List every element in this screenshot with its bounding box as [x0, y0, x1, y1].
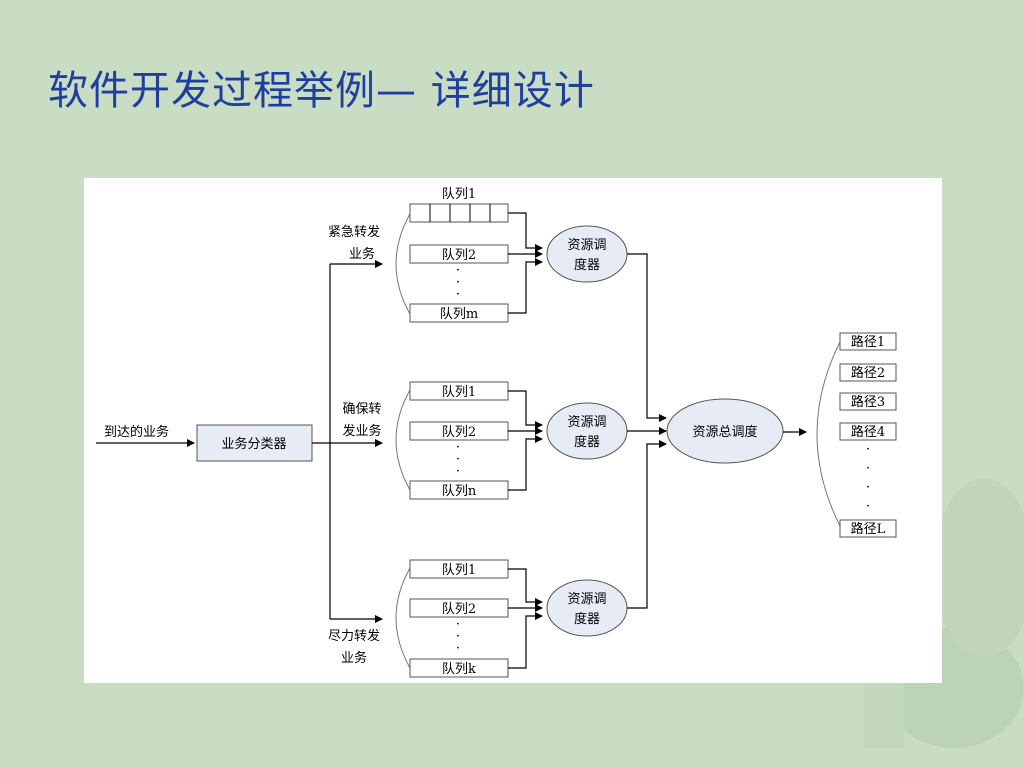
classifier-box: [196, 424, 313, 462]
path-4-label: 路径4: [851, 424, 885, 440]
group-2-connector-1: [508, 390, 543, 429]
group-1-queue-1: [409, 203, 509, 223]
scheduler-3-to-master: [627, 440, 667, 609]
master-scheduler: [666, 398, 784, 464]
group-3-queue-2-label: 队列2: [442, 602, 476, 617]
group-1-scheduler-line1: 资源调: [567, 238, 606, 253]
path-3-label: 路径3: [851, 394, 885, 410]
path-4: [839, 422, 897, 441]
ellipsis-dot: ·: [866, 442, 870, 457]
group-1-scheduler: [546, 225, 628, 283]
group-1-arc: [395, 213, 411, 315]
ellipsis-dot: ·: [456, 629, 460, 644]
group-2-label-line1: 确保转: [342, 402, 381, 417]
path-L-label: 路径L: [851, 521, 886, 537]
group-2-scheduler-line2: 度器: [574, 434, 600, 450]
path-L: [839, 519, 897, 538]
master-scheduler-label: 资源总调度: [692, 424, 757, 440]
group-3-scheduler-line1: 资源调: [567, 592, 606, 607]
ellipsis-dot: ·: [456, 287, 460, 302]
ellipsis-dot: ·: [456, 263, 460, 278]
paths-arc: [816, 341, 841, 527]
group-3-label-line2: 业务: [341, 650, 367, 666]
group-2-queue-n-label: 队列n: [442, 484, 477, 499]
group-2-queue-2-label: 队列2: [442, 425, 476, 440]
group-3-scheduler-line2: 度器: [574, 611, 600, 627]
path-1-label: 路径1: [851, 334, 885, 350]
group-3-connector-1: [508, 568, 543, 606]
group-3-scheduler: [546, 579, 628, 637]
path-2: [839, 363, 897, 382]
group-1-connector-1: [508, 212, 543, 252]
group-3-queue-1-label: 队列1: [442, 563, 476, 578]
group-3-queue-k-label: 队列k: [442, 662, 476, 677]
ellipsis-dot: ·: [866, 480, 870, 495]
path-1: [839, 332, 897, 351]
scheduler-1-to-master: [627, 253, 667, 422]
group-2-scheduler-line1: 资源调: [567, 415, 606, 430]
group-1-connector-3: [508, 258, 543, 314]
scheduling-flow-diagram: 到达的业务 业务分类器 紧急转发 业务 队列1 队列2 · · · 队列m 资源…: [96, 187, 897, 678]
ellipsis-dot: ·: [456, 452, 460, 467]
group-1-queue-2-label: 队列2: [442, 248, 476, 263]
ellipsis-dot: ·: [456, 464, 460, 479]
group-2-scheduler: [546, 402, 628, 460]
group-1-scheduler-line2: 度器: [574, 257, 600, 273]
classifier-label: 业务分类器: [221, 436, 286, 452]
group-1-queue-m-label: 队列m: [440, 307, 478, 322]
diagram-panel: 到达的业务 业务分类器 紧急转发 业务 队列1 队列2 · · · 队列m 资源…: [84, 178, 942, 683]
group-2-queue-1-label: 队列1: [442, 385, 476, 400]
group-1-label-line1: 紧急转发: [328, 224, 380, 240]
path-3: [839, 392, 897, 411]
group-2-label-line2: 发业务: [342, 423, 381, 439]
ellipsis-dot: ·: [456, 275, 460, 290]
input-label: 到达的业务: [104, 424, 169, 440]
group-2-arc: [395, 389, 411, 491]
group-3-label-line1: 尽力转发: [328, 628, 380, 644]
ellipsis-dot: ·: [456, 641, 460, 656]
slide-title: 软件开发过程举例— 详细设计: [48, 68, 595, 114]
group-2-connector-3: [508, 435, 543, 491]
ellipsis-dot: ·: [866, 461, 870, 476]
ellipsis-dot: ·: [456, 617, 460, 632]
group-1-label-line2: 业务: [349, 246, 375, 262]
ellipsis-dot: ·: [456, 440, 460, 455]
group-3-connector-3: [508, 612, 543, 669]
ellipsis-dot: ·: [866, 499, 870, 514]
group-1-queue-1-label: 队列1: [442, 187, 476, 202]
group-3-arc: [395, 567, 411, 669]
path-2-label: 路径2: [851, 365, 885, 381]
